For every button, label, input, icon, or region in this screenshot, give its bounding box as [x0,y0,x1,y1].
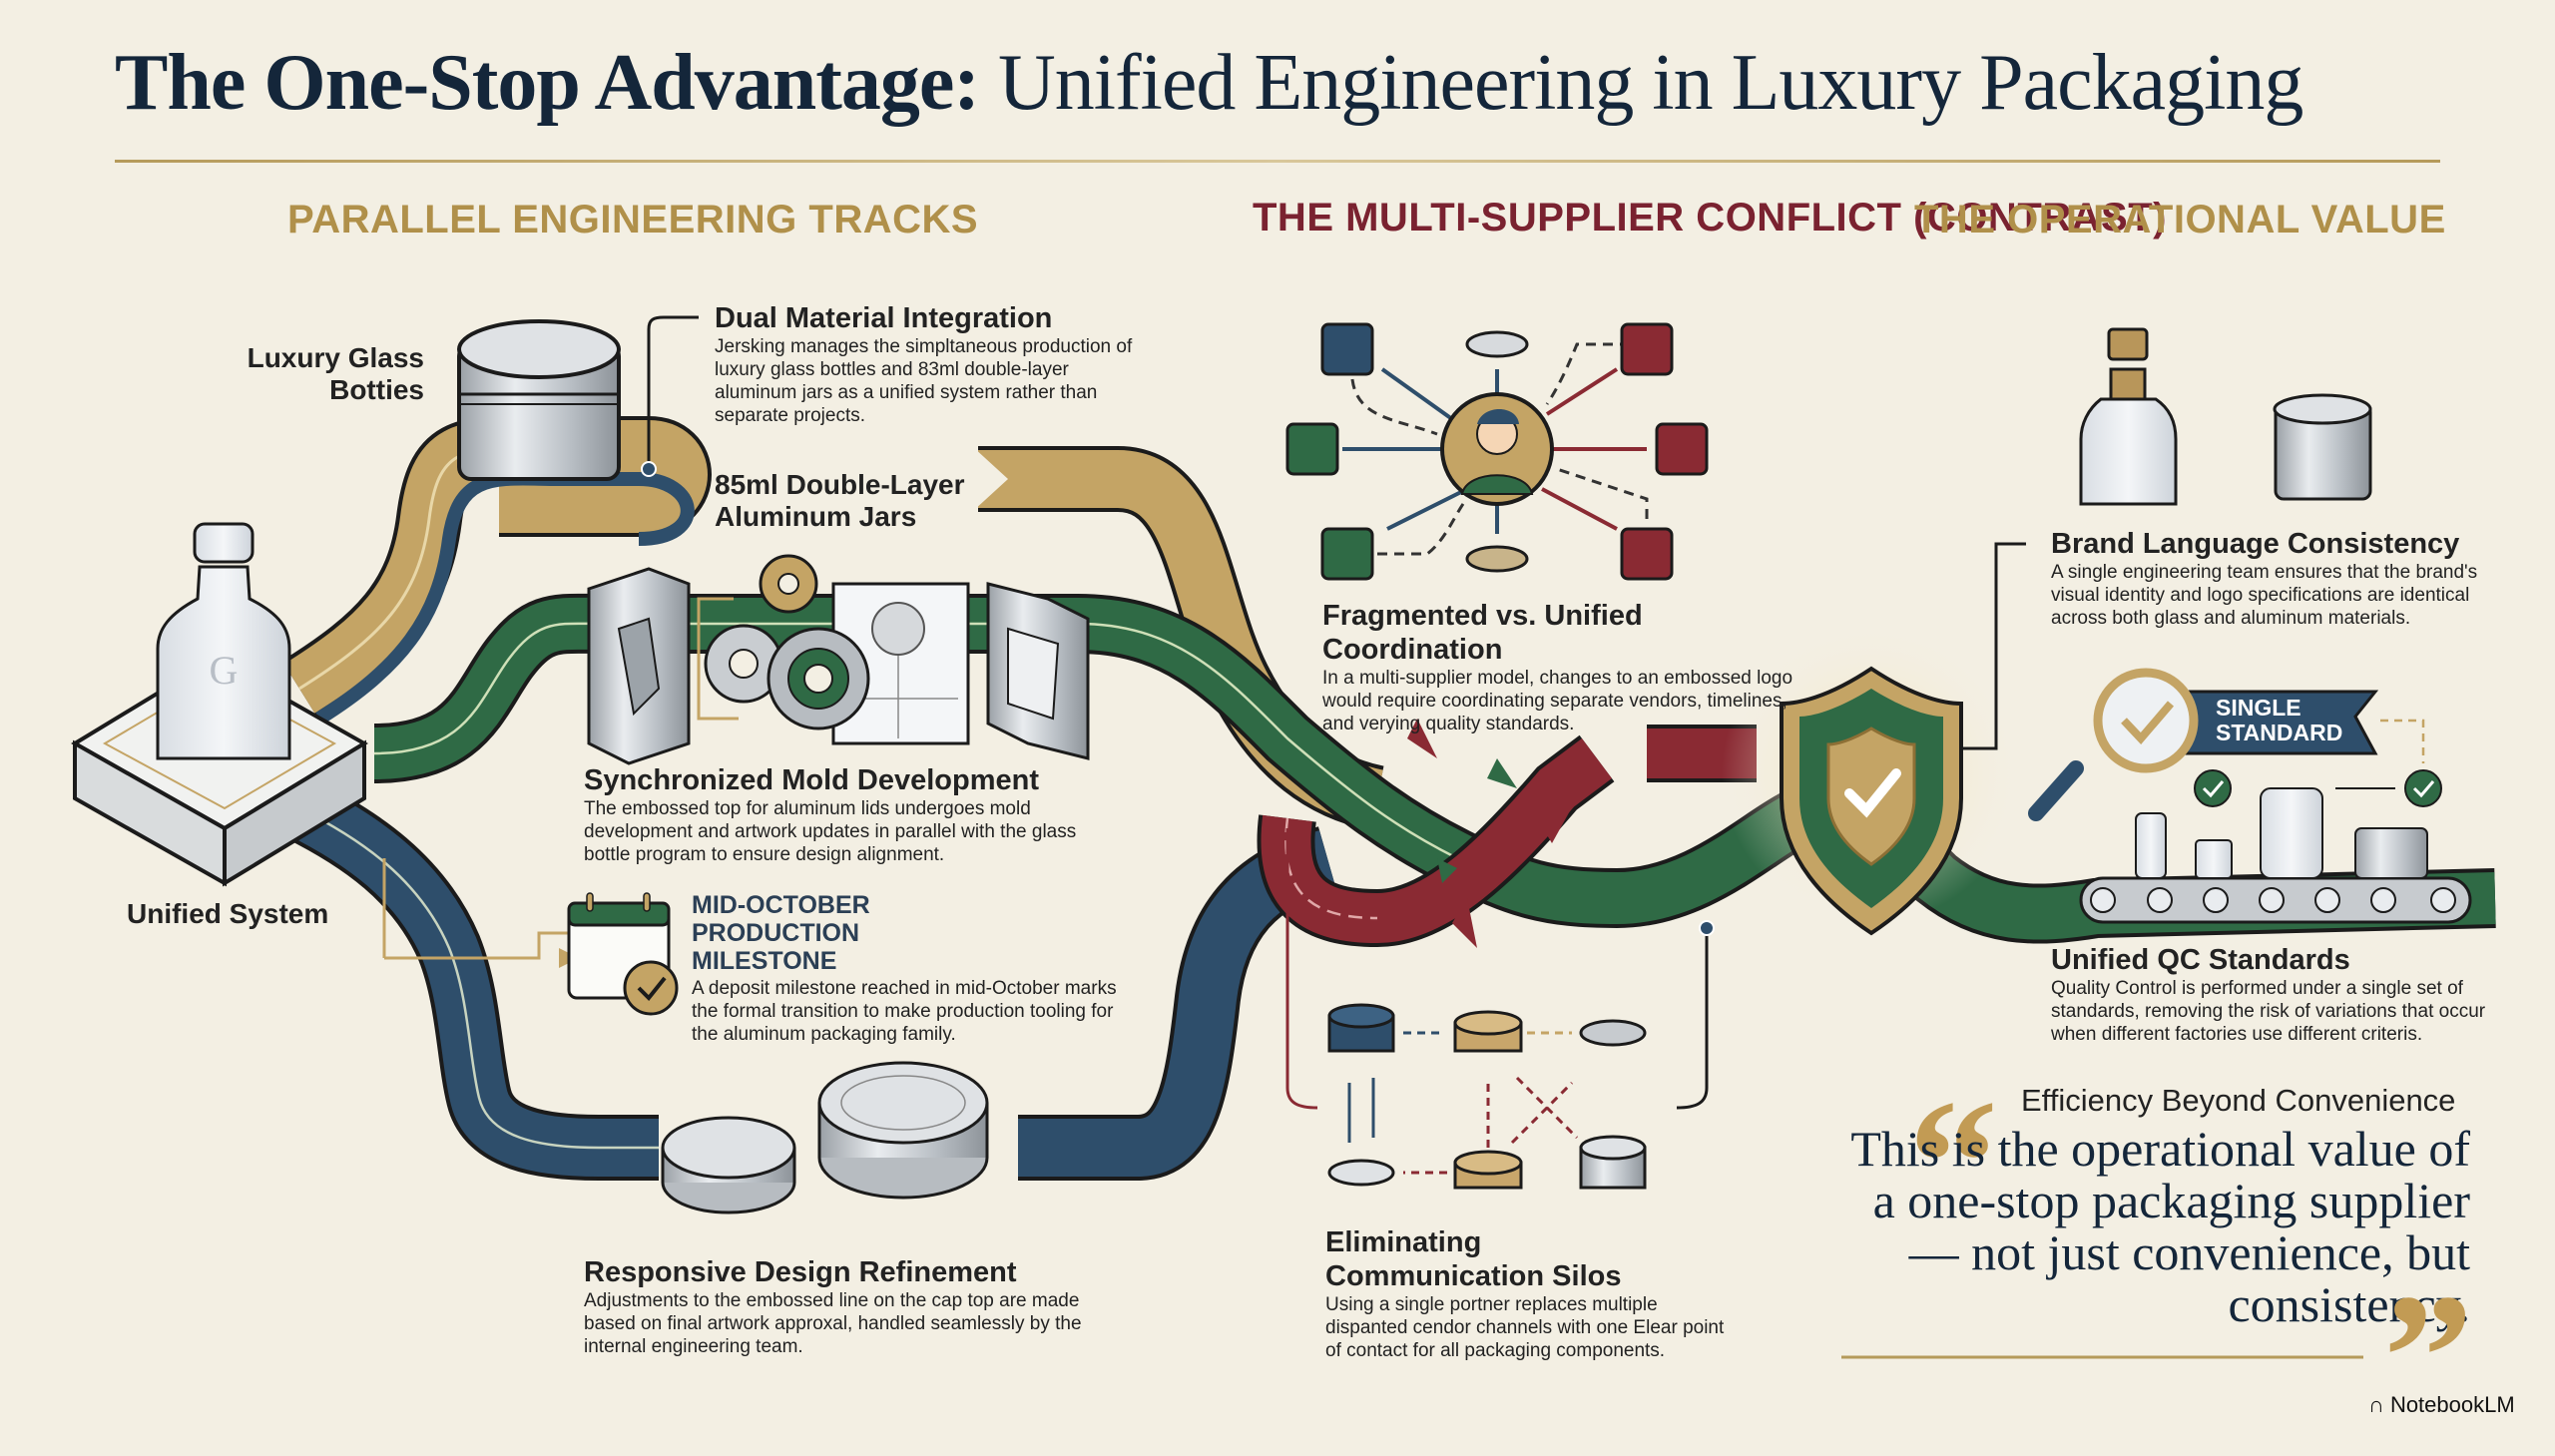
card-mold-development: Synchronized Mold Development The emboss… [584,763,1103,866]
card-heading: Fragmented vs. Unified Coordination [1322,600,1643,666]
notebooklm-brand: ∩ NotebookLM [2368,1392,2515,1418]
title-divider [115,160,2440,163]
embossed-lids-icon [661,1061,989,1214]
multi-supplier-hub [1285,322,1709,581]
single-standard-banner: SINGLE STANDARD [2216,695,2343,745]
card-heading: Eliminating Communication Silos [1325,1226,1622,1292]
card-communication-silos: Eliminating Communication Silos Using a … [1325,1225,1745,1362]
communication-silos-diagram [1285,828,1715,1190]
aluminum-jar-icon [457,319,621,481]
quote-subtitle: Efficiency Beyond Convenience [2021,1083,2456,1118]
open-quote-icon: “ [1908,1063,1998,1261]
card-body: A deposit milestone reached in mid-Octob… [692,978,1117,1045]
brand-label: NotebookLM [2389,1392,2515,1417]
section-title-operational-value: THE OPERATIONAL VALUE [1914,198,2446,242]
operational-bottle-and-jar [2079,327,2372,506]
card-body: In a multi-supplier model, changes to an… [1322,668,1793,734]
card-dual-material: Dual Material Integration Jersking manag… [715,301,1134,427]
svg-text:G: G [210,648,239,693]
card-design-refinement: Responsive Design Refinement Adjustments… [584,1255,1103,1358]
card-brand-consistency: Brand Language Consistency A single engi… [2051,527,2510,630]
card-qc-standards: Unified QC Standards Quality Control is … [2051,943,2520,1046]
glass-bottle-icon: G [156,522,291,760]
card-heading: Unified QC Standards [2051,944,2350,976]
section-title-multi-supplier: THE MULTI-SUPPLIER CONFLICT (CONTRAST) [1253,196,2167,240]
title-bold: The One-Stop Advantage: [115,39,980,127]
card-body: Adjustments to the embossed line on the … [584,1290,1082,1357]
section-title-parallel-tracks: PARALLEL ENGINEERING TRACKS [287,198,979,242]
card-heading: Responsive Design Refinement [584,1256,1017,1288]
title-light: Unified Engineering in Luxury Packaging [997,39,2303,127]
card-fragmented: Fragmented vs. Unified Coordination In a… [1322,599,1821,735]
card-body: A single engineering team ensures that t… [2051,562,2478,629]
card-milestone: MID-OCTOBER PRODUCTION MILESTONE A depos… [692,891,1131,1046]
page-title: The One-Stop Advantage: Unified Engineer… [115,38,2303,129]
notebooklm-logo-icon: ∩ [2368,1392,2384,1417]
label-unified-system: Unified System [127,898,329,929]
qc-conveyor-icon [2028,668,2472,924]
label-luxury-glass-bottles: Luxury Glass Botties [247,342,424,405]
card-body: Using a single portner replaces multiple… [1325,1294,1725,1361]
close-quote-icon: ” [2383,1257,2473,1456]
card-heading: MID-OCTOBER PRODUCTION MILESTONE [692,891,870,975]
card-heading: Synchronized Mold Development [584,764,1039,796]
connector-line [647,315,699,474]
label-aluminum-jars: 85ml Double-Layer Aluminum Jars [715,469,965,532]
card-heading: Brand Language Consistency [2051,528,2460,560]
illustration-canvas: G [71,315,2496,1359]
card-body: Quality Control is performed under a sin… [2051,978,2486,1045]
shield-check-icon [1722,624,2021,936]
card-body: Jersking manages the simpltaneous produc… [715,336,1133,426]
pull-quote: This is the operational value of a one-s… [1850,1121,2470,1332]
blue-track-upper [315,471,695,725]
card-heading: Dual Material Integration [715,302,1053,334]
card-body: The embossed top for aluminum lids under… [584,798,1077,865]
mold-and-gears-icon [587,554,1090,765]
calendar-milestone-icon [382,858,679,1016]
